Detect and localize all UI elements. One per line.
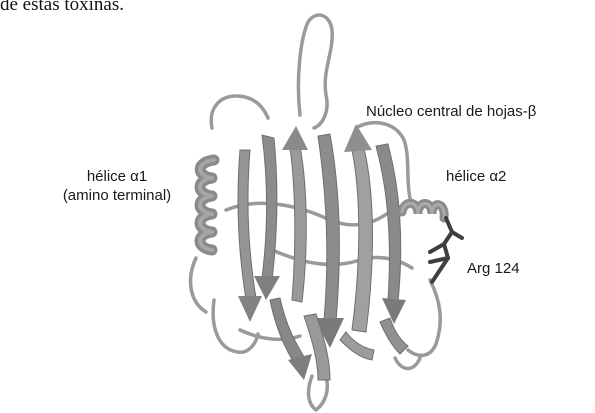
bottom-loop-mid bbox=[309, 376, 328, 410]
beta-strand bbox=[290, 146, 306, 302]
label-helix-alpha1-line2: (amino terminal) bbox=[58, 186, 176, 205]
label-helix-alpha2: hélice α2 bbox=[446, 167, 506, 186]
beta-strand-arrow bbox=[238, 296, 262, 322]
label-helix-alpha1-line1: hélice α1 bbox=[58, 167, 176, 186]
beta-strand bbox=[238, 150, 256, 300]
top-loop bbox=[298, 15, 332, 128]
helix-alpha2 bbox=[402, 203, 444, 218]
right-lower-loop bbox=[408, 280, 440, 355]
left-side-loop bbox=[191, 258, 206, 312]
beta-strand bbox=[352, 148, 373, 332]
beta-sheet-core bbox=[238, 124, 408, 380]
bottom-loop-right bbox=[395, 358, 420, 369]
beta-strand bbox=[318, 134, 339, 322]
beta-strand bbox=[340, 332, 374, 360]
label-beta-sheet-core: Núcleo central de hojas-β bbox=[366, 102, 536, 121]
beta-strand bbox=[270, 298, 306, 366]
label-helix-alpha1: hélice α1 (amino terminal) bbox=[58, 167, 176, 205]
helix-alpha1 bbox=[200, 160, 214, 250]
top-left-loop bbox=[211, 96, 268, 128]
beta-strand-arrow bbox=[344, 124, 372, 152]
arg124-residue bbox=[430, 218, 462, 282]
beta-strand bbox=[376, 144, 401, 302]
beta-strand bbox=[262, 135, 277, 280]
beta-strand-arrow bbox=[282, 126, 308, 150]
label-arg124: Arg 124 bbox=[467, 259, 520, 278]
